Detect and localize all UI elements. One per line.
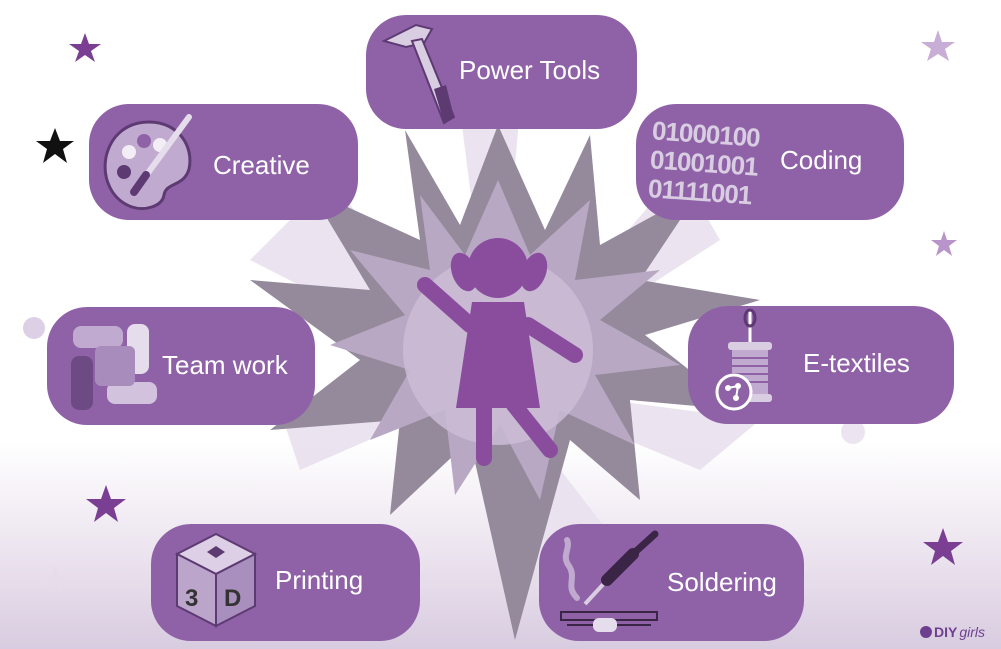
skill-coding: 01000100 01001001 01111001 Coding: [636, 104, 904, 220]
cube-text-3: 3: [185, 585, 198, 612]
brand-suffix: girls: [959, 624, 986, 640]
girl-icon: [417, 238, 583, 466]
cube-text-d: D: [224, 585, 241, 612]
cube-3d-icon: 3 D: [174, 532, 258, 628]
skill-label: Power Tools: [459, 55, 601, 85]
skill-label: Printing: [275, 565, 364, 595]
brand-name: DIY: [934, 624, 958, 640]
palette-icon: [103, 114, 192, 210]
spool-icon: [715, 308, 772, 411]
stars: [23, 30, 963, 592]
skill-etextiles: E-textiles: [688, 306, 954, 424]
skill-soldering: Soldering: [539, 524, 804, 641]
binary-line: 01111001: [647, 173, 753, 211]
skill-label: Soldering: [667, 567, 777, 597]
brand-dot-icon: [920, 626, 932, 638]
skill-label: Coding: [780, 145, 863, 175]
skill-team-work: Team work: [47, 307, 315, 425]
soldering-iron-icon: [560, 530, 659, 632]
binary-icon: 01000100 01001001 01111001: [647, 115, 761, 211]
hands-icon: [71, 324, 157, 410]
skill-label: Creative: [213, 150, 310, 180]
skill-label: E-textiles: [803, 348, 910, 378]
skill-creative: Creative: [89, 104, 358, 220]
skill-label: Team work: [162, 350, 288, 380]
skill-printing: 3 D Printing: [151, 524, 420, 641]
hammer-icon: [381, 23, 456, 125]
skill-power-tools: Power Tools: [366, 15, 637, 129]
